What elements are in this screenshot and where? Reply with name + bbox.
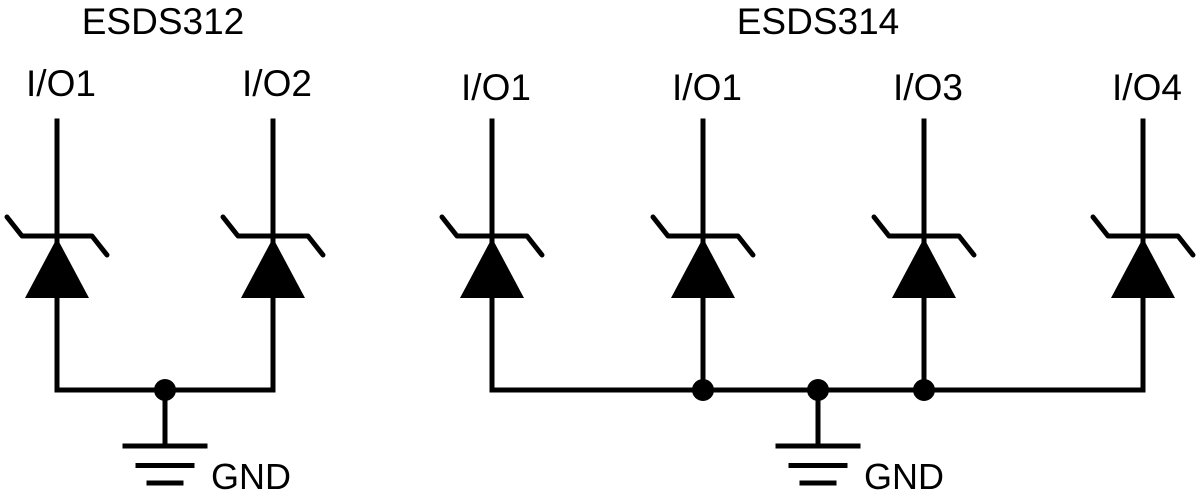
zener-cathode-bar — [871, 214, 977, 258]
pin-label: I/O1 — [672, 67, 742, 108]
pin-label: I/O2 — [242, 63, 312, 104]
diode-triangle — [241, 238, 305, 298]
pin-label: I/O1 — [26, 63, 96, 104]
zener-cathode-bar — [220, 214, 326, 258]
zener-cathode-bar — [4, 214, 110, 258]
circuit-title: ESDS312 — [82, 1, 245, 42]
diode-triangle — [1111, 238, 1175, 298]
gnd-label: GND — [211, 456, 291, 497]
pin-label: I/O1 — [461, 67, 531, 108]
junction-dot — [692, 379, 714, 401]
diode-triangle — [25, 238, 89, 298]
zener-cathode-bar — [650, 214, 756, 258]
pin-label: I/O3 — [893, 67, 963, 108]
pin-label: I/O4 — [1112, 67, 1182, 108]
diode-triangle — [460, 238, 524, 298]
diode-triangle — [671, 238, 735, 298]
gnd-label: GND — [864, 456, 944, 497]
zener-cathode-bar — [1090, 214, 1196, 258]
junction-dot — [913, 379, 935, 401]
zener-cathode-bar — [439, 214, 545, 258]
circuit-title: ESDS314 — [737, 1, 900, 42]
diode-triangle — [892, 238, 956, 298]
